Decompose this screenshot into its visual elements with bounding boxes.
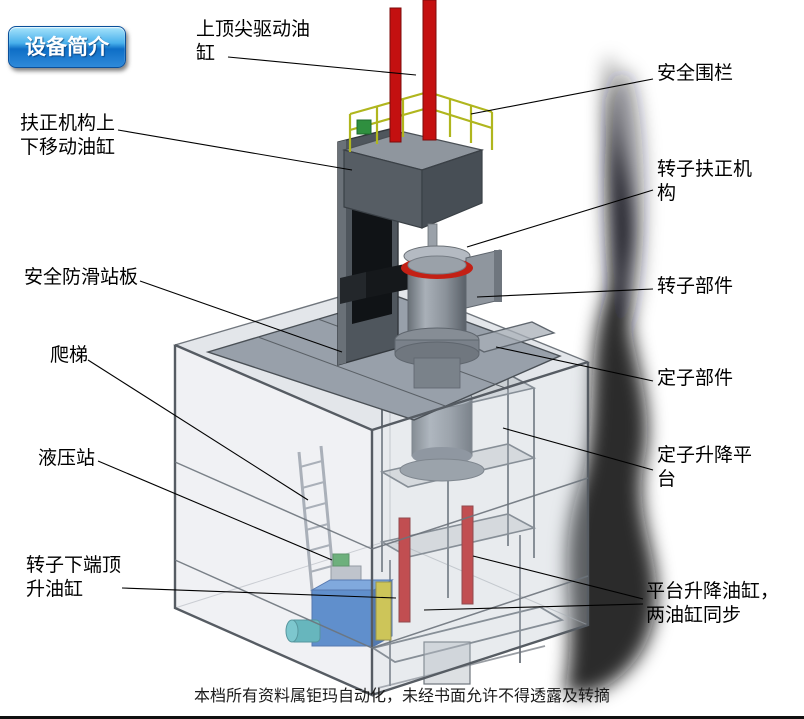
outer-cage-glass [175,345,588,695]
callout-ladder: 爬梯 [50,345,89,366]
fence-green-panel [356,119,372,135]
footer-note: 本档所有资料属钜玛自动化，未经书面允许不得透露及转摘 [193,688,610,705]
callout-stator-part: 定子部件 [657,368,734,389]
callout-rotor-part: 转子部件 [657,276,734,297]
leader-lines [87,56,654,611]
title-badge-label: 设备简介 [25,36,109,59]
outer-cage-beams [174,461,589,649]
title-badge: 设备简介 [8,26,126,68]
anti-slip-plate [205,295,562,421]
platform-lift-cylinders-graphic [398,505,474,623]
callout-rotor-bottom-jack-cylinder: 转子下端顶升油缸 [26,555,122,600]
head-box [341,131,485,229]
callout-hydraulic-station: 液压站 [38,448,96,469]
callout-anti-slip-platform: 安全防滑站板 [24,267,139,288]
callout-safety-fence: 安全围栏 [657,63,734,84]
callout-top-spindle-cylinder: 上顶尖驱动油缸 [196,19,311,64]
callout-platform-lift-cylinders: 平台升降油缸，两油缸同步 [646,581,780,626]
outer-cage-edges [173,343,590,697]
hydraulic-station-graphic [285,553,394,647]
rotor-assembly [340,223,502,389]
top-drive-cylinders-graphic [389,0,437,143]
callout-rotor-centering: 转子扶正机构 [657,159,753,204]
callout-centering-updown-cylinder: 扶正机构上下移动油缸 [20,113,116,158]
callout-stator-lift-platform: 定子升降平台 [657,445,753,490]
bottom-rule [0,716,804,719]
